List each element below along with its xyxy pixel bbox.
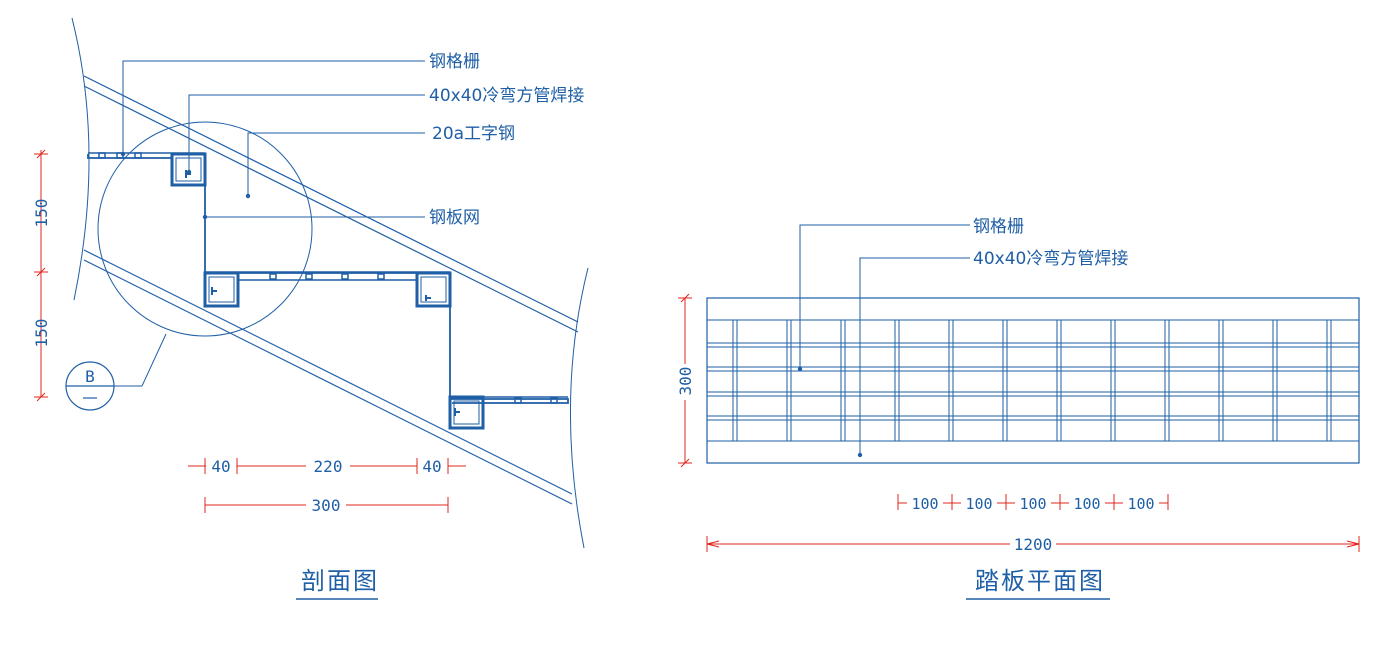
break-line-right — [569, 267, 589, 549]
leader-dot-grating — [120, 151, 126, 157]
dim-v-upper: 150 — [32, 199, 51, 228]
callout-leader — [141, 333, 167, 387]
leader-dot-mesh — [202, 214, 208, 220]
plan-title: 踏板平面图 — [975, 567, 1105, 595]
plan-leader-grating — [799, 224, 970, 369]
grating-grid — [707, 320, 1359, 441]
spacing-label: 100 — [1127, 495, 1154, 513]
stringer-upper-line-2 — [83, 85, 579, 333]
break-line-left — [71, 17, 90, 301]
vertical-dimension — [34, 149, 48, 402]
spacing-label: 100 — [1019, 495, 1046, 513]
plan-dim-total: 1200 — [1014, 535, 1053, 554]
section-view: 钢格栅 40x40冷弯方管焊接 20a工字钢 钢板网 B 150 150 — [32, 17, 589, 600]
leader-dot-ibeam — [245, 193, 251, 199]
plan-total-dimension — [706, 536, 1360, 552]
spacing-label: 100 — [965, 495, 992, 513]
dim-h-mid: 220 — [314, 457, 343, 476]
square-tube-3 — [415, 271, 452, 308]
label-grating: 钢格栅 — [429, 52, 480, 72]
label-ibeam: 20a工字钢 — [432, 124, 515, 144]
dim-h-total: 300 — [312, 496, 341, 515]
grating-bars — [98, 152, 558, 404]
plan-dim-height-mask — [676, 364, 694, 400]
plan-label-grating: 钢格栅 — [973, 217, 1024, 237]
plan-leader-dot-grating — [797, 366, 803, 372]
section-leaders — [122, 60, 425, 218]
stringer-lower-line-1 — [83, 249, 573, 495]
label-mesh: 钢板网 — [429, 208, 480, 228]
spacing-label: 100 — [911, 495, 938, 513]
plan-view: 钢格栅 40x40冷弯方管焊接 300 100 100 100 100 100 1200 — [676, 217, 1360, 600]
detail-circle — [97, 121, 313, 337]
spacing-label: 100 — [1073, 495, 1100, 513]
label-tube: 40x40冷弯方管焊接 — [429, 86, 584, 106]
stringer-lower-line-2 — [83, 259, 573, 505]
tread-outline — [706, 297, 1360, 464]
dim-h-left: 40 — [211, 457, 230, 476]
horizontal-dimension — [188, 458, 466, 513]
callout-letter: B — [85, 367, 95, 386]
plan-dim-height: 300 — [676, 367, 695, 396]
section-title: 剖面图 — [301, 567, 379, 595]
square-tube-4 — [448, 395, 485, 430]
plan-leader-dot-tube — [857, 452, 863, 458]
dim-h-right: 40 — [422, 457, 441, 476]
dim-v-lower: 150 — [32, 319, 51, 348]
steel-mesh-profile — [87, 154, 569, 404]
plan-leader-tube — [859, 257, 970, 455]
plan-spacing-dimension: 100 100 100 100 100 — [897, 494, 1169, 513]
plan-label-tube: 40x40冷弯方管焊接 — [973, 249, 1128, 269]
square-tube-2 — [203, 271, 240, 308]
leader-dot-tube — [186, 169, 192, 175]
stringer-upper-line-1 — [83, 75, 579, 323]
